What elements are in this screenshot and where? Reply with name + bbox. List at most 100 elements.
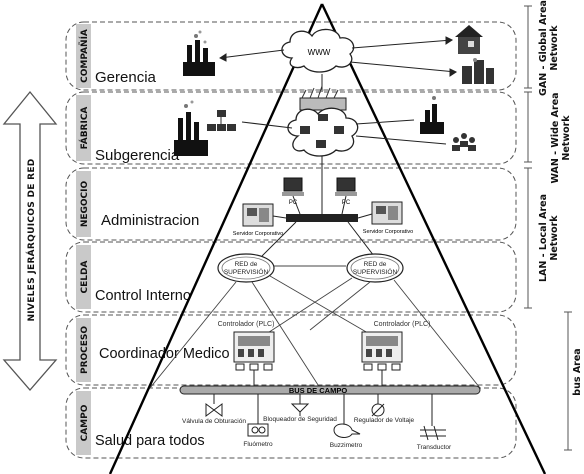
wan-cloud [287,107,359,157]
pc-left: PC [282,177,304,206]
lan-switch [286,195,358,222]
scope-label-lan-2: Network [549,215,560,261]
level-label-gerencia: Gerencia [95,69,157,86]
factory-icon-right [420,96,444,134]
tag-bg-campo [76,391,91,455]
supervision-left-label-2: SUPERVISIÓN [224,267,269,276]
plc-right: Controlador (PLC) [361,321,431,371]
www-label: WWW [308,48,331,57]
band-celda [65,241,517,313]
valve-label: Válvula de Obturación [182,418,246,425]
tag-bg-negocio [76,171,91,237]
supervision-left-label-1: RED de [235,261,258,268]
voltage-regulator-device: Regulador de Voltaje [354,403,415,424]
network-scope-labels: GAN - Global Area Network WAN - Wide Are… [538,0,583,396]
supervision-left-ring [217,253,275,283]
level-tag-column: COMPAÑÍA FÁBRICA NEGOCIO CELDA PROCESO C… [76,24,91,455]
scope-label-wan-2: Network [561,115,572,161]
factory-icon-top [183,30,215,76]
transducer-device: Transductor [417,425,452,451]
level-tag-campo: CAMPO [80,404,90,441]
switch-icon [286,214,358,222]
plc-left: Controlador (PLC) [218,321,275,371]
building-icon [462,58,494,84]
band-negocio [65,167,517,241]
tag-bg-compania [76,24,91,88]
level-tag-proceso: PROCESO [80,326,90,374]
level-label-control-interno: Control Interno [95,288,191,304]
field-bus: BUS DE CAMPO [179,370,481,426]
server-right-label: Servidor Corporativo [363,229,413,235]
level-tag-celda: CELDA [80,261,90,294]
safety-lock-device: Bloqueador de Seguridad [263,403,337,423]
band-proceso [65,314,517,386]
buzzer-device: Buzzimetro [330,423,363,449]
supervision-links [149,265,481,389]
level-labels: Gerencia Subgerencia Administracion Cont… [95,69,230,449]
axis-label-niveles: NIVELES JERÁRQUICOS DE RED [25,158,37,321]
scope-label-bus: bus Area [572,348,583,395]
factory-icon-left [174,100,208,156]
band-fabrica [65,91,517,165]
pyramid-left-edge [108,3,324,474]
www-cloud: WWW [281,28,355,73]
server-left-label: Servidor Corporativo [233,231,283,237]
level-label-administracion: Administracion [101,212,199,229]
wan-connections [241,119,447,214]
pc-left-label: PC [289,200,298,206]
level-label-subgerencia: Subgerencia [95,147,180,164]
pc-icon [316,140,326,148]
scope-label-gan-2: Network [549,25,560,71]
scope-label-wan-1: WAN - Wide Area [550,92,561,183]
plc-right-label: Controlador (PLC) [374,321,431,328]
tag-bg-fabrica [76,95,91,161]
supervision-left: RED de SUPERVISIÓN [217,253,275,283]
pc-right: PC [335,177,357,206]
bus-label: BUS DE CAMPO [289,386,348,395]
wan-cloud-icon [287,107,359,157]
level-tag-compania: COMPAÑÍA [78,29,90,83]
plc-left-label: Controlador (PLC) [218,321,275,328]
people-icon [452,133,476,151]
valve-device: Válvula de Obturación [182,403,246,425]
pc-icon [318,114,328,121]
pc-icon [334,126,344,134]
regulator-label: Regulador de Voltaje [354,417,415,424]
level-label-salud: Salud para todos [95,433,205,449]
band-campo [65,387,517,459]
supervision-right-label-1: RED de [364,261,387,268]
org-chart-icon [207,110,236,131]
pc-icon [300,126,310,134]
flowmeter-device: Fluómetro [243,423,273,448]
tag-bg-celda [76,245,91,309]
bus-bar [179,385,481,395]
pyramid [108,3,547,474]
lock-label: Bloqueador de Seguridad [263,416,337,423]
pc-right-label: PC [342,200,351,206]
supervision-right: RED de SUPERVISIÓN [346,253,404,283]
scope-label-gan-1: GAN - Global Area [538,0,549,96]
lan-links [261,213,375,257]
level-tag-fabrica: FÁBRICA [78,107,90,150]
level-tag-negocio: NEGOCIO [80,180,90,227]
double-arrow-shape [2,90,58,391]
supervision-right-ring [346,253,404,283]
server-right: Servidor Corporativo [363,201,413,235]
supervision-right-label-2: SUPERVISIÓN [353,267,398,276]
house-icon [455,25,483,54]
www-connections [219,36,457,92]
cloud-icon [281,28,355,73]
band-compania [65,21,517,91]
tag-bg-proceso [76,318,91,382]
scope-label-lan-1: LAN - Local Area [538,194,549,282]
level-bands [65,21,517,459]
transducer-label: Transductor [417,444,452,451]
buzzer-label: Buzzimetro [330,442,363,449]
router-device [299,85,347,111]
pyramid-right-edge [320,3,547,474]
network-scopes [524,5,572,451]
server-left: Servidor Corporativo [233,203,283,237]
flowmeter-label: Fluómetro [243,441,273,448]
